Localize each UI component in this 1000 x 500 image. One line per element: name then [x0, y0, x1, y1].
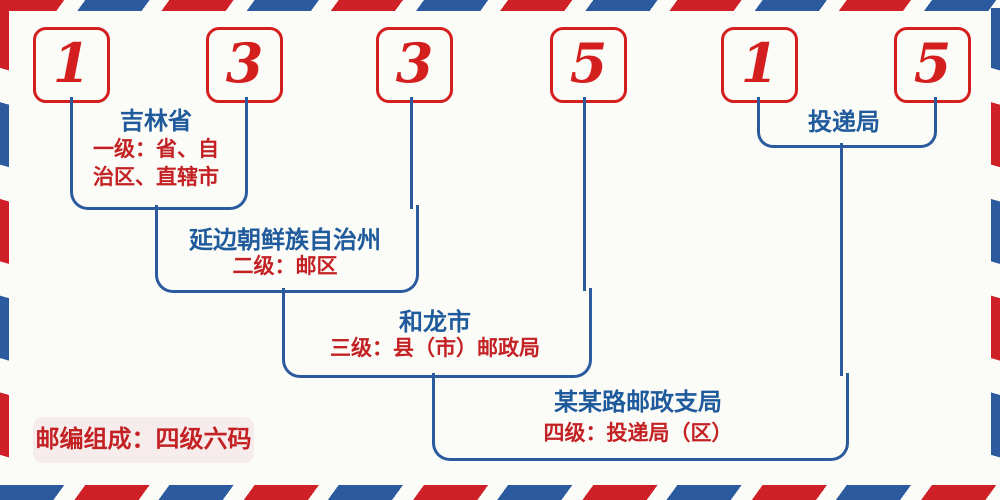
level1-annotation: 吉林省 一级：省、自 治区、直辖市: [72, 108, 240, 192]
postal-digit-box-4: 5: [550, 27, 627, 103]
connector-line-digit3: [410, 97, 413, 209]
level3-desc: 三级：县（市）邮政局: [330, 337, 540, 360]
level1-desc-line1: 一级：省、自: [93, 138, 219, 161]
level2-annotation: 延边朝鲜族自治州 二级：邮区: [157, 228, 413, 280]
postal-digit-5: 1: [740, 31, 779, 95]
level1-desc-line2: 治区、直辖市: [93, 166, 219, 189]
postal-digit-box-6: 5: [894, 27, 971, 103]
airmail-stripe-border-bottom: [0, 485, 1000, 500]
postal-digit-box-2: 3: [206, 27, 283, 103]
level4-name: 某某路邮政支局: [554, 389, 722, 416]
level2-desc: 二级：邮区: [232, 255, 338, 278]
level1-name: 吉林省: [120, 108, 192, 135]
postal-digit-box-1: 1: [33, 27, 110, 103]
airmail-stripe-border-left: [0, 8, 9, 488]
postal-digit-3: 3: [395, 31, 434, 95]
postal-digit-6: 5: [913, 31, 952, 95]
airmail-stripe-border-right: [991, 8, 1000, 488]
postal-composition-badge: 邮编组成：四级六码: [33, 417, 254, 463]
postal-digit-2: 3: [225, 31, 264, 95]
delivery-office-annotation: 投递局: [759, 110, 929, 136]
level4-bracket: [432, 373, 849, 461]
postal-digit-4: 5: [569, 31, 608, 95]
postal-digit-1: 1: [52, 31, 91, 95]
postal-digit-box-3: 3: [376, 27, 453, 103]
level4-annotation: 某某路邮政支局 四级：投递局（区）: [435, 390, 841, 447]
connector-line-digit4: [583, 97, 586, 291]
delivery-office-bracket: [757, 97, 937, 148]
connector-line-delivery: [840, 143, 843, 376]
delivery-office-label: 投递局: [808, 109, 880, 136]
level3-name: 和龙市: [399, 309, 471, 336]
postal-digit-box-5: 1: [721, 27, 798, 103]
level2-name: 延边朝鲜族自治州: [189, 227, 381, 254]
level3-annotation: 和龙市 三级：县（市）邮政局: [285, 310, 585, 362]
airmail-stripe-border-top: [0, 0, 1000, 11]
level4-desc: 四级：投递局（区）: [543, 422, 733, 445]
